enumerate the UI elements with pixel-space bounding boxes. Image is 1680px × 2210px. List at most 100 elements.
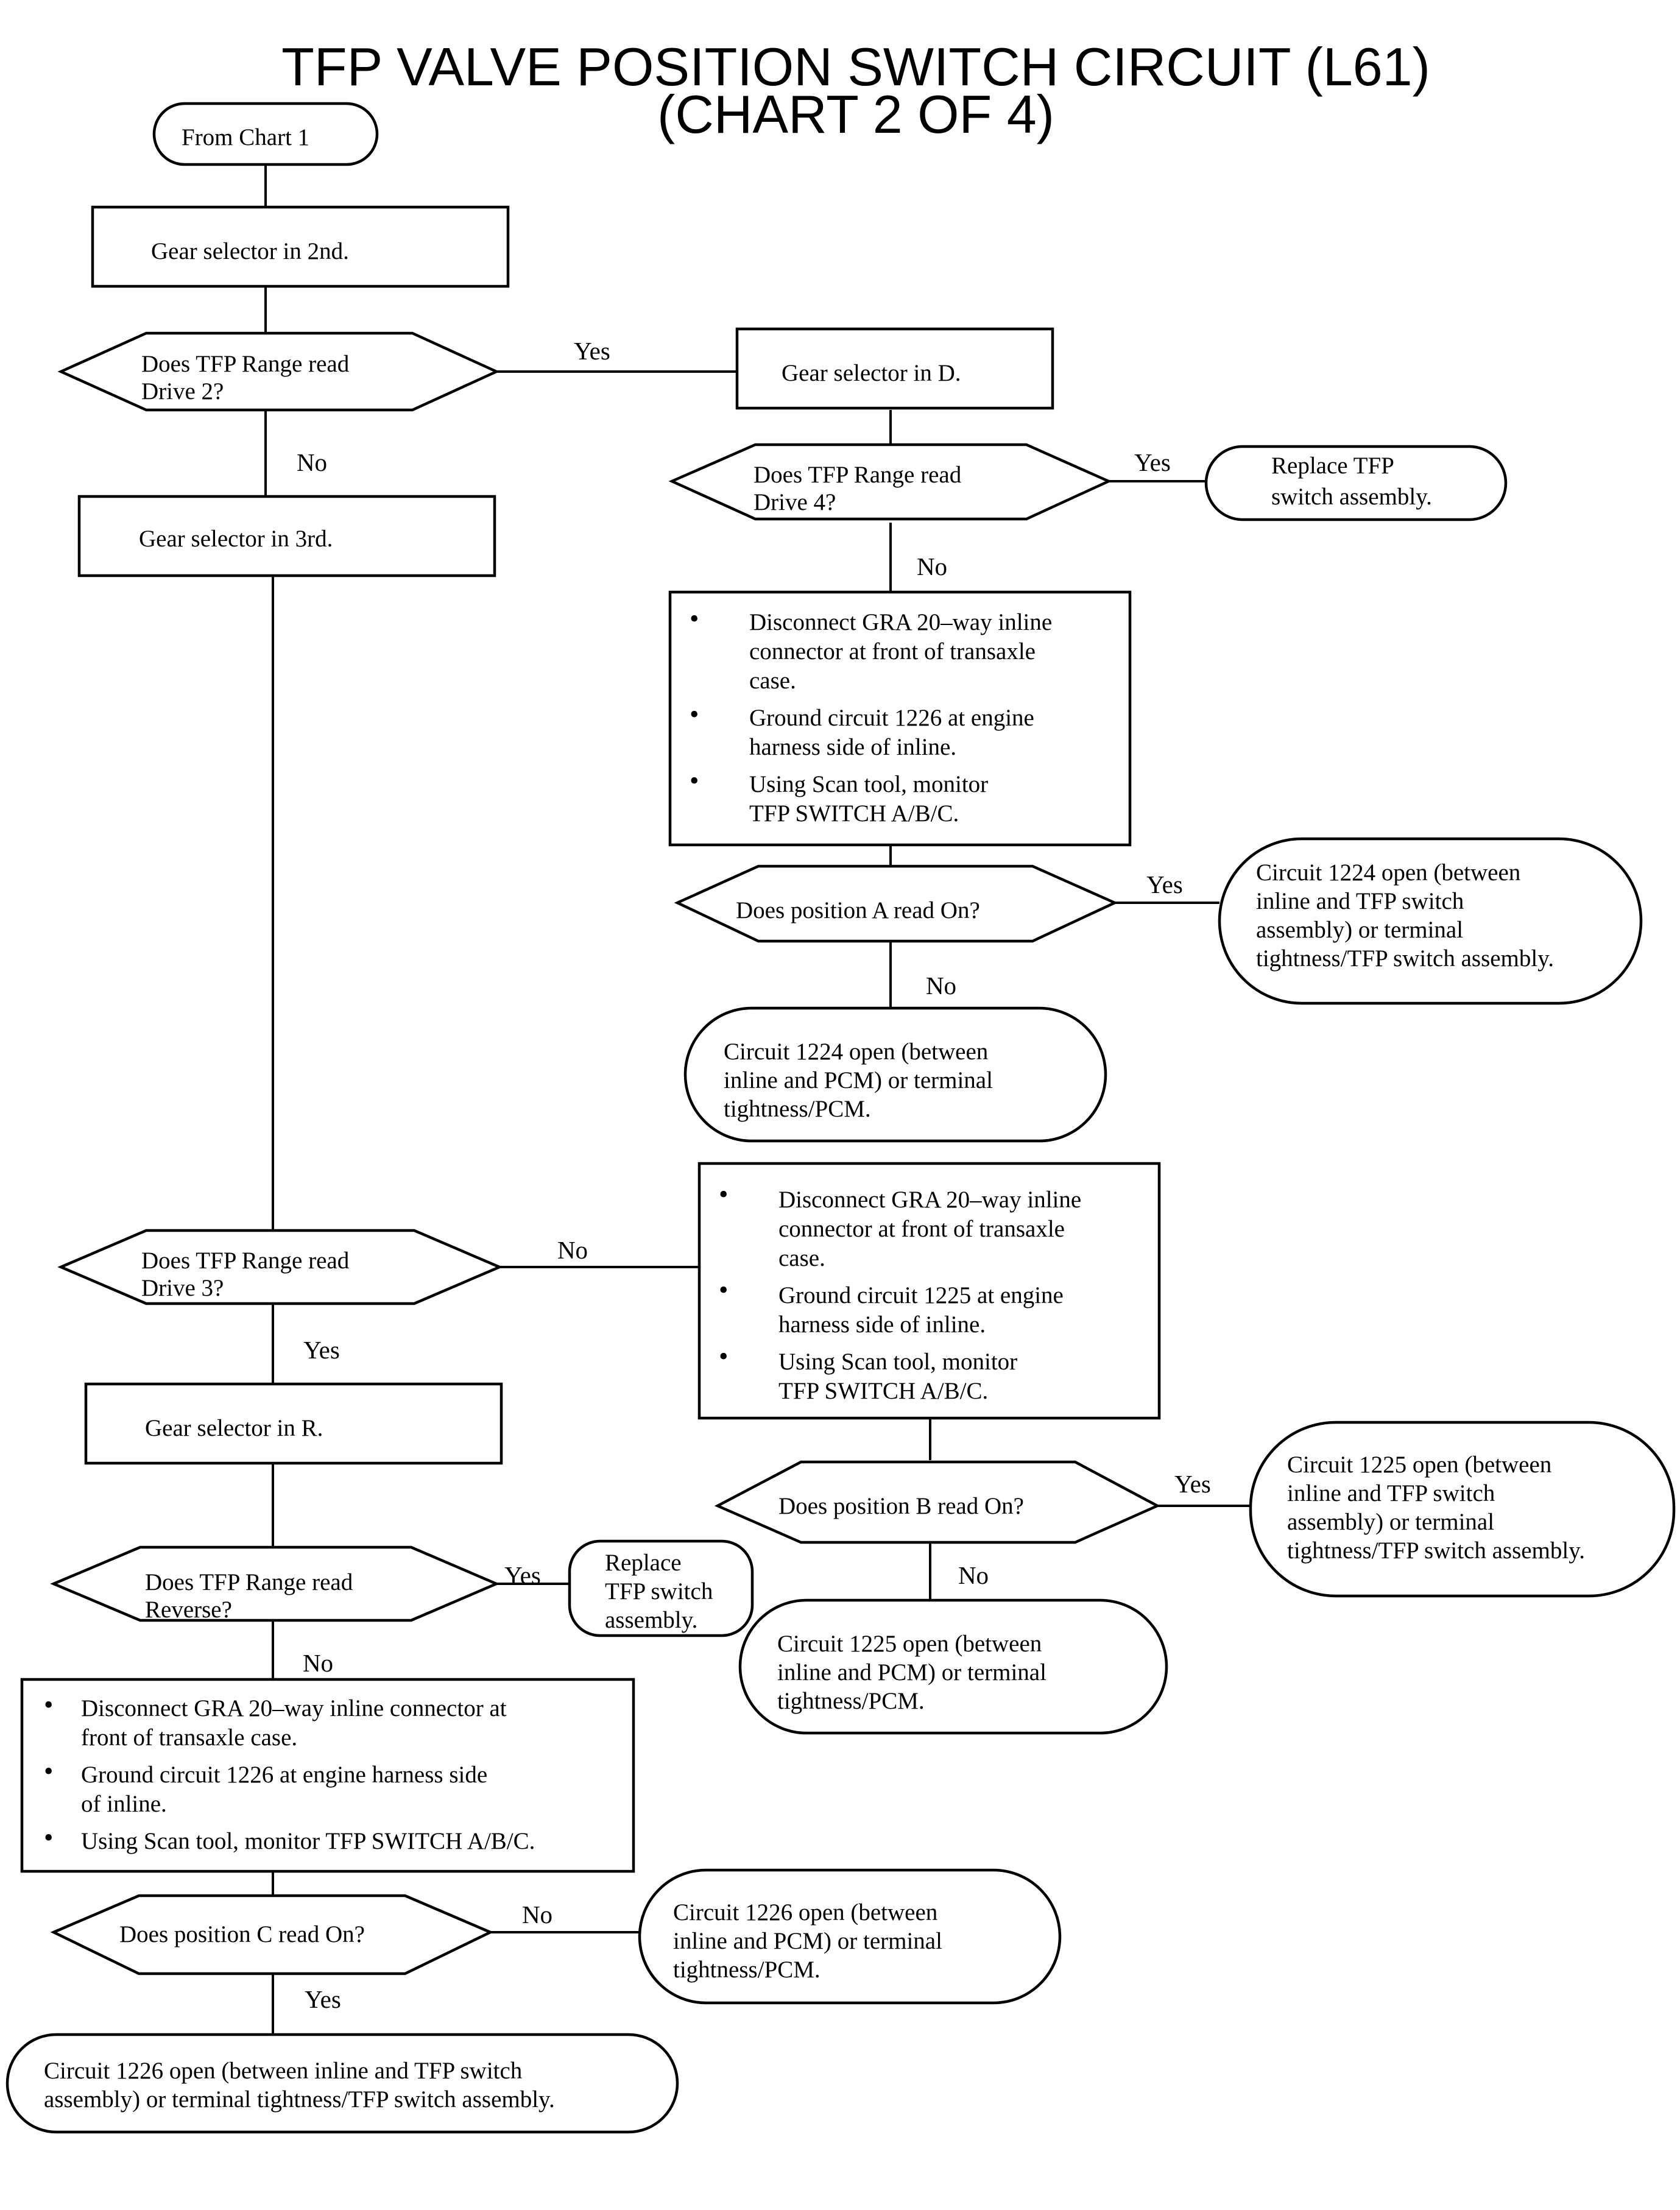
- bullet-icon: •: [44, 1756, 53, 1786]
- edge-label-pos-c-yes: Yes: [305, 1985, 341, 2013]
- gear-d-box: [735, 327, 1054, 410]
- drive3-text-1: Does TFP Range read: [141, 1248, 350, 1274]
- steps-1225-2b: harness side of inline.: [778, 1312, 986, 1338]
- steps-1225-1c: case.: [778, 1245, 825, 1271]
- gear-3rd-box: [77, 495, 496, 577]
- res-1226-pcm-text-2: inline and PCM) or terminal: [673, 1928, 942, 1954]
- res-1226-pcm-terminator: [638, 1868, 1062, 2005]
- res-1224-switch-text-2: inline and TFP switch: [1256, 888, 1464, 914]
- reverse-text-2: Reverse?: [145, 1597, 232, 1623]
- bullet-icon: •: [44, 1690, 53, 1720]
- res-1226-pcm-text-3: tightness/PCM.: [673, 1957, 821, 1983]
- gear-2nd-text: Gear selector in 2nd.: [151, 238, 349, 264]
- steps-1226l-1b: front of transaxle case.: [81, 1725, 297, 1751]
- edge-label-drive2-yes: Yes: [574, 337, 610, 365]
- steps-1226r-3b: TFP SWITCH A/B/C.: [749, 800, 959, 827]
- gear-2nd-box: [91, 205, 510, 288]
- title-line-1: TFP VALVE POSITION SWITCH CIRCUIT (L61): [281, 37, 1430, 97]
- replace-tfp-top-terminator: [1204, 445, 1508, 521]
- replace-tfp-small-terminator: [568, 1539, 754, 1637]
- bullet-icon: •: [719, 1179, 728, 1209]
- steps-1226r-3a: Using Scan tool, monitor: [749, 771, 988, 797]
- node-shapes: [5, 102, 1676, 2134]
- drive4-text-1: Does TFP Range read: [754, 462, 962, 488]
- res-1225-pcm-terminator: [738, 1598, 1168, 1735]
- res-1226-switch-terminator: [5, 2033, 679, 2134]
- bullet-icon: •: [44, 1823, 53, 1852]
- from-chart-terminator: [152, 102, 379, 166]
- res-1224-pcm-terminator: [683, 1006, 1107, 1143]
- replace-tfp-small-text-3: assembly.: [605, 1607, 697, 1633]
- res-1224-switch-text-1: Circuit 1224 open (between: [1256, 860, 1520, 886]
- res-1225-switch-text-1: Circuit 1225 open (between: [1287, 1452, 1551, 1478]
- pos-b-text: Does position B read On?: [778, 1493, 1024, 1519]
- edge-label-drive2-no: No: [297, 448, 327, 476]
- res-1224-switch-text-3: assembly) or terminal: [1256, 917, 1463, 943]
- steps-1226r-1b: connector at front of transaxle: [749, 638, 1036, 665]
- reverse-text-1: Does TFP Range read: [145, 1569, 353, 1595]
- bullet-icon: •: [719, 1275, 728, 1305]
- edge-labels: Yes No Yes No Yes No No Yes Yes No Yes N…: [297, 337, 1211, 2013]
- connector-lines: [264, 163, 1251, 2035]
- res-1224-switch-text-4: tightness/TFP switch assembly.: [1256, 945, 1554, 972]
- pos-a-text: Does position A read On?: [736, 897, 980, 923]
- node-texts: From Chart 1 Gear selector in 2nd. Does …: [44, 124, 1585, 2113]
- edge-label-drive3-yes: Yes: [303, 1336, 340, 1364]
- gear-d-text: Gear selector in D.: [782, 360, 961, 386]
- res-1225-switch-terminator: [1249, 1421, 1676, 1598]
- edge-label-pos-b-yes: Yes: [1174, 1470, 1211, 1498]
- drive4-text-2: Drive 4?: [754, 489, 836, 515]
- steps-1225-1a: Disconnect GRA 20–way inline: [778, 1187, 1081, 1213]
- steps-1226r-1c: case.: [749, 668, 796, 694]
- gear-r-box: [84, 1382, 503, 1465]
- bullet-icon: •: [719, 1341, 728, 1371]
- edge-label-pos-b-no: No: [958, 1561, 989, 1589]
- res-1224-pcm-text-3: tightness/PCM.: [724, 1096, 871, 1122]
- drive2-text-2: Drive 2?: [141, 378, 224, 404]
- edge-label-pos-c-no: No: [522, 1901, 552, 1929]
- chart-title: TFP VALVE POSITION SWITCH CIRCUIT (L61) …: [281, 37, 1430, 144]
- gear-3rd-text: Gear selector in 3rd.: [139, 526, 333, 552]
- from-chart-text: From Chart 1: [182, 124, 309, 150]
- steps-1225-3b: TFP SWITCH A/B/C.: [778, 1378, 988, 1404]
- replace-tfp-top-text-1: Replace TFP: [1271, 453, 1394, 479]
- res-1225-switch-text-2: inline and TFP switch: [1287, 1480, 1495, 1506]
- steps-1226-left-box: [20, 1678, 635, 1873]
- edge-label-reverse-no: No: [303, 1649, 333, 1677]
- gear-r-text: Gear selector in R.: [145, 1415, 323, 1441]
- steps-1225-box: [697, 1162, 1161, 1420]
- res-1225-pcm-text-1: Circuit 1225 open (between: [777, 1631, 1042, 1657]
- steps-1226l-2b: of inline.: [81, 1791, 167, 1817]
- drive3-text-2: Drive 3?: [141, 1275, 224, 1301]
- steps-1225-2a: Ground circuit 1225 at engine: [778, 1282, 1064, 1308]
- res-1226-switch-text-2: assembly) or terminal tightness/TFP swit…: [44, 2086, 555, 2113]
- edge-label-pos-a-no: No: [926, 972, 956, 1000]
- res-1224-switch-terminator: [1218, 837, 1643, 1005]
- edge-label-drive4-no: No: [917, 552, 947, 581]
- res-1224-pcm-text-1: Circuit 1224 open (between: [724, 1039, 988, 1065]
- pos-a-decision: [674, 864, 1118, 943]
- edge-label-drive4-yes: Yes: [1134, 448, 1171, 476]
- steps-1226r-2b: harness side of inline.: [749, 734, 956, 760]
- res-1226-pcm-text-1: Circuit 1226 open (between: [673, 1899, 937, 1926]
- res-1225-pcm-text-2: inline and PCM) or terminal: [777, 1659, 1046, 1686]
- drive4-decision: [668, 443, 1112, 521]
- steps-1226r-2a: Ground circuit 1226 at engine: [749, 705, 1034, 731]
- steps-1225-3a: Using Scan tool, monitor: [778, 1349, 1017, 1375]
- steps-1225-1b: connector at front of transaxle: [778, 1216, 1065, 1242]
- pos-b-decision: [714, 1460, 1161, 1544]
- replace-tfp-small-text-2: TFP switch: [605, 1578, 713, 1605]
- bullet-icon: •: [690, 699, 699, 729]
- replace-tfp-small-text-1: Replace: [605, 1550, 682, 1576]
- edge-label-reverse-yes: Yes: [504, 1561, 541, 1589]
- reverse-decision: [50, 1545, 500, 1622]
- res-1225-switch-text-4: tightness/TFP switch assembly.: [1287, 1537, 1585, 1564]
- steps-1226l-1a: Disconnect GRA 20–way inline connector a…: [81, 1695, 507, 1721]
- bullet-icon: •: [690, 604, 699, 634]
- drive2-decision: [57, 331, 500, 412]
- res-1225-switch-text-3: assembly) or terminal: [1287, 1509, 1494, 1535]
- steps-1226r-1a: Disconnect GRA 20–way inline: [749, 609, 1052, 635]
- edge-label-pos-a-yes: Yes: [1146, 870, 1183, 898]
- steps-1226-right-box: [668, 590, 1132, 847]
